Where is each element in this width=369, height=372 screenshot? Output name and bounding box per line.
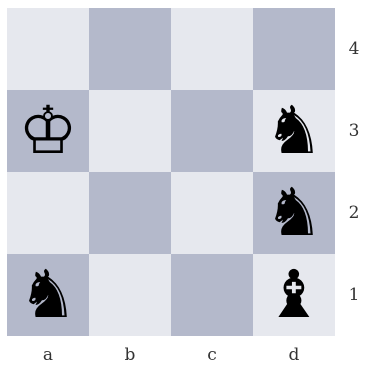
square-c1[interactable] [171,254,253,336]
square-a1[interactable]: ♞ [7,254,89,336]
rank-label: 2 [340,172,368,254]
black-knight-icon[interactable]: ♞ [264,180,323,246]
black-bishop-icon[interactable]: ♝ [264,262,323,328]
rank-label: 1 [340,254,368,336]
square-b3[interactable] [89,90,171,172]
rank-label: 3 [340,90,368,172]
white-king-icon[interactable]: ♔ [18,98,77,164]
square-a3[interactable]: ♔ [7,90,89,172]
file-label: b [89,340,171,370]
file-label: c [171,340,253,370]
square-b4[interactable] [89,8,171,90]
square-d2[interactable]: ♞ [253,172,335,254]
chess-board: ♔ ♞ ♞ ♞ ♝ [7,8,335,336]
square-a4[interactable] [7,8,89,90]
square-d4[interactable] [253,8,335,90]
file-labels: a b c d [7,340,335,370]
square-b2[interactable] [89,172,171,254]
square-d1[interactable]: ♝ [253,254,335,336]
file-label: d [253,340,335,370]
square-d3[interactable]: ♞ [253,90,335,172]
rank-labels: 4 3 2 1 [340,8,368,336]
file-label: a [7,340,89,370]
square-b1[interactable] [89,254,171,336]
square-a2[interactable] [7,172,89,254]
square-c2[interactable] [171,172,253,254]
black-knight-icon[interactable]: ♞ [264,98,323,164]
square-c3[interactable] [171,90,253,172]
square-c4[interactable] [171,8,253,90]
rank-label: 4 [340,8,368,90]
black-knight-icon[interactable]: ♞ [18,262,77,328]
